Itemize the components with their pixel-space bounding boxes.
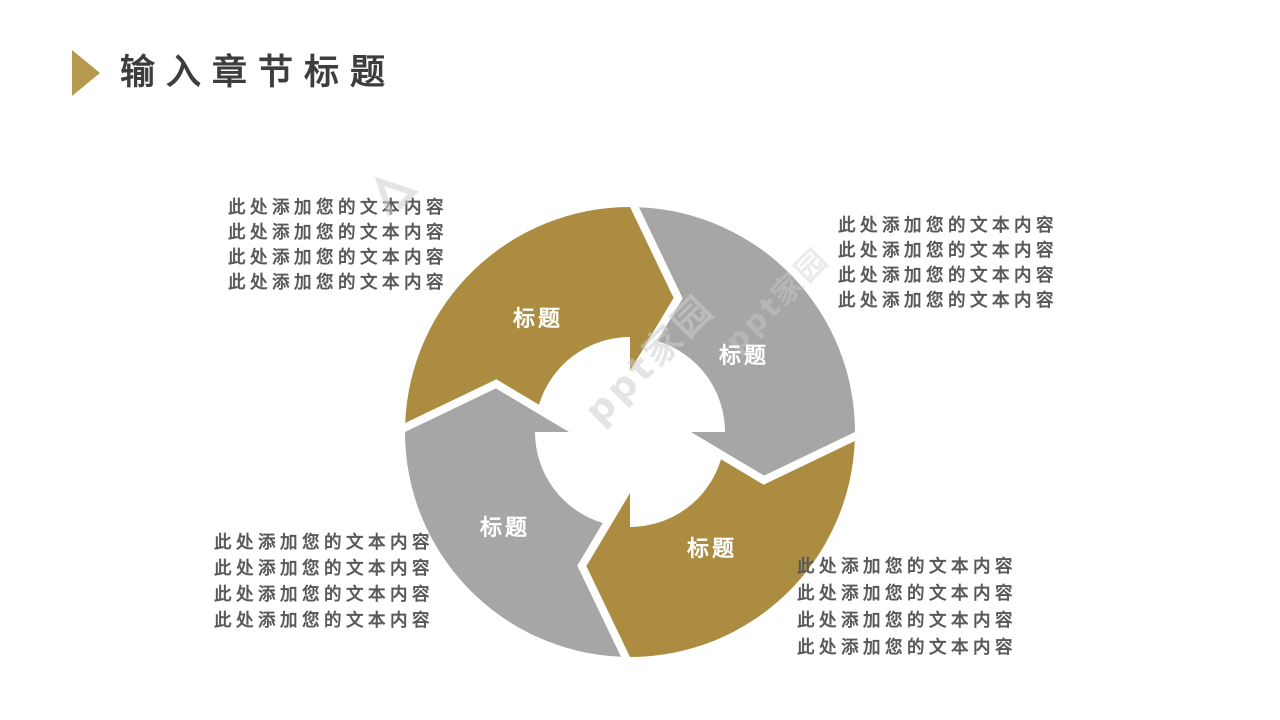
text-line: 此处添加您的文本内容: [228, 273, 448, 293]
text-line: 此处添加您的文本内容: [838, 266, 1058, 286]
cycle-segment-bottom-right: [586, 441, 855, 657]
title-bullet-triangle-icon: [72, 50, 100, 96]
text-line: 此处添加您的文本内容: [214, 533, 434, 553]
cycle-segment-bottom-left: [405, 388, 621, 657]
text-block-bottom-right: 此处添加您的文本内容此处添加您的文本内容此处添加您的文本内容此处添加您的文本内容: [797, 554, 1017, 662]
arc-label-bottom-left: 标题: [479, 516, 531, 541]
text-line: 此处添加您的文本内容: [214, 585, 434, 605]
text-block-top-right: 此处添加您的文本内容此处添加您的文本内容此处添加您的文本内容此处添加您的文本内容: [838, 214, 1058, 314]
text-line: 此处添加您的文本内容: [797, 557, 1017, 577]
cycle-arrows-graphic: [405, 207, 855, 657]
arc-label-bottom-right: 标题: [686, 537, 738, 562]
text-line: 此处添加您的文本内容: [797, 584, 1017, 604]
text-line: 此处添加您的文本内容: [214, 559, 434, 579]
slide-header: 输入章节标题: [72, 50, 396, 96]
text-line: 此处添加您的文本内容: [228, 223, 448, 243]
cycle-segment-top-left: [405, 207, 674, 423]
text-line: 此处添加您的文本内容: [838, 241, 1058, 261]
text-line: 此处添加您的文本内容: [228, 248, 448, 268]
text-block-bottom-left: 此处添加您的文本内容此处添加您的文本内容此处添加您的文本内容此处添加您的文本内容: [214, 530, 434, 634]
text-line: 此处添加您的文本内容: [838, 216, 1058, 236]
text-line: 此处添加您的文本内容: [797, 638, 1017, 658]
page-title: 输入章节标题: [120, 53, 397, 93]
cycle-segment-top-right: [639, 207, 855, 476]
cycle-diagram: 标题 标题 标题 标题 ppt家园 ppt家园: [374, 176, 870, 672]
text-line: 此处添加您的文本内容: [797, 611, 1017, 631]
arc-label-top-right: 标题: [718, 344, 770, 369]
text-line: 此处添加您的文本内容: [214, 611, 434, 631]
arc-label-top-left: 标题: [512, 307, 564, 332]
text-line: 此处添加您的文本内容: [228, 198, 448, 218]
text-line: 此处添加您的文本内容: [838, 291, 1058, 311]
text-block-top-left: 此处添加您的文本内容此处添加您的文本内容此处添加您的文本内容此处添加您的文本内容: [228, 196, 448, 296]
